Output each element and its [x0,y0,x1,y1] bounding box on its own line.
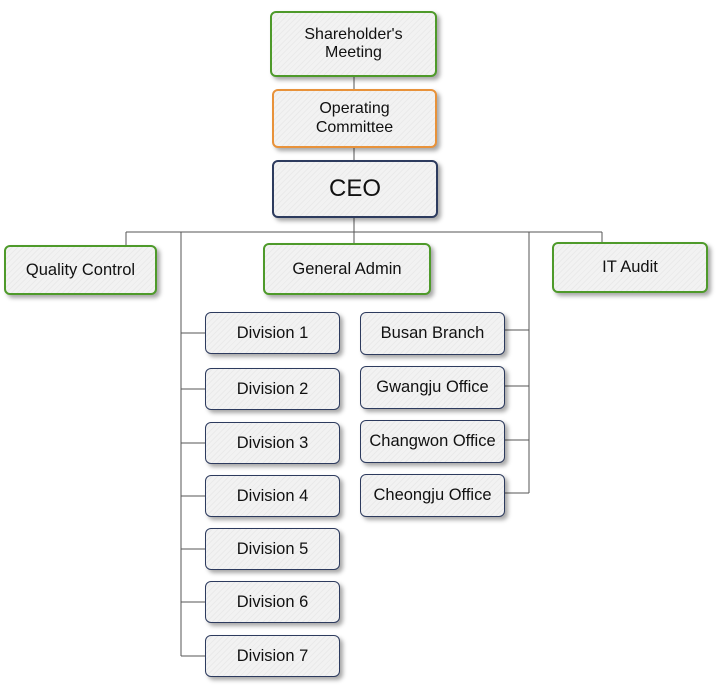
office-label: Cheongju Office [373,486,492,505]
division-box: Division 3 [205,422,340,464]
office-box: Cheongju Office [360,474,505,517]
operating-committee-box: Operating Committee [272,89,437,148]
division-label: Division 3 [236,433,309,452]
it-audit-label: IT Audit [602,258,658,277]
division-box: Division 2 [205,368,340,410]
office-label: Gwangju Office [376,378,489,397]
office-box: Gwangju Office [360,366,505,409]
division-label: Division 6 [236,592,309,611]
division-label: Division 2 [236,379,309,398]
quality-control-label: Quality Control [25,260,136,279]
division-box: Division 6 [205,581,340,623]
division-label: Division 4 [236,486,309,505]
division-box: Division 4 [205,475,340,517]
division-box: Division 5 [205,528,340,570]
division-label: Division 5 [236,539,309,558]
shareholders-meeting-label: Shareholder's Meeting [304,25,403,61]
division-box: Division 1 [205,312,340,354]
general-admin-label: General Admin [292,259,402,278]
office-box: Busan Branch [360,312,505,355]
division-label: Division 1 [236,323,309,342]
office-box: Changwon Office [360,420,505,463]
operating-committee-label: Operating Committee [315,100,394,136]
quality-control-box: Quality Control [4,245,157,295]
general-admin-box: General Admin [263,243,431,295]
division-box: Division 7 [205,635,340,677]
shareholders-meeting-box: Shareholder's Meeting [270,11,437,77]
office-label: Busan Branch [380,324,485,343]
division-label: Division 7 [236,646,309,665]
ceo-label: CEO [328,175,381,203]
it-audit-box: IT Audit [552,242,708,293]
office-label: Changwon Office [369,432,496,451]
ceo-box: CEO [272,160,438,218]
